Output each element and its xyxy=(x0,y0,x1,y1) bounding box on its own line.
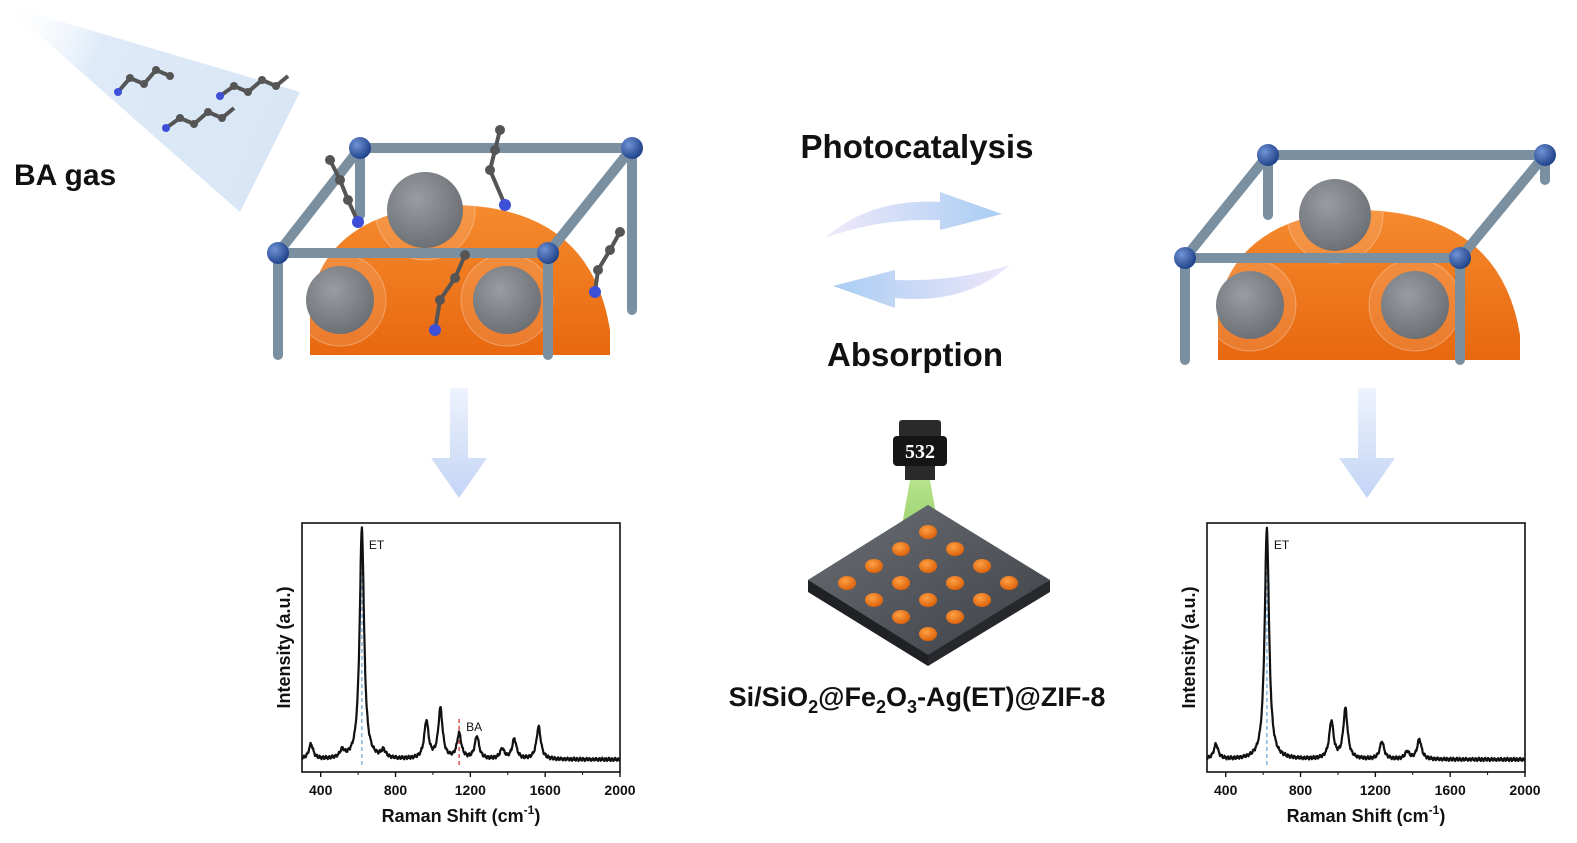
y-axis-title: Intensity (a.u.) xyxy=(1179,586,1199,708)
ba-gas-label: BA gas xyxy=(14,159,116,192)
x-tick-label-2: 1200 xyxy=(455,782,486,798)
chip-dot-3 xyxy=(838,576,856,590)
chip-dot-11 xyxy=(892,610,910,624)
x-tick-label-3: 1600 xyxy=(1435,782,1466,798)
left-node-2 xyxy=(621,137,643,159)
right-hemisphere xyxy=(1218,210,1520,360)
x-tick-label-1: 800 xyxy=(1289,782,1313,798)
right-node-3 xyxy=(1174,247,1196,269)
photocatalysis-arrow xyxy=(825,192,1002,238)
right-nanoparticle-1 xyxy=(1299,179,1371,251)
left-nanoparticle-2 xyxy=(306,266,374,334)
formula-part-3: 2 xyxy=(876,697,886,717)
right-node-4 xyxy=(1449,247,1471,269)
ba-molecule-3 xyxy=(162,106,236,132)
absorption-label: Absorption xyxy=(827,336,1003,373)
plot-frame xyxy=(301,522,621,773)
chip-dot-8 xyxy=(973,559,991,573)
x-tick-label-0: 400 xyxy=(1214,782,1238,798)
plot-frame xyxy=(1206,522,1526,773)
x-axis-title: Raman Shift (cm-1) xyxy=(1287,803,1446,826)
right-nanoparticle-2 xyxy=(1216,271,1284,339)
formula-part-2: @Fe xyxy=(818,682,876,712)
left-framework-bars xyxy=(273,143,637,360)
chip-dot-0 xyxy=(919,525,937,539)
left-node-4 xyxy=(537,242,559,264)
chip-dot-14 xyxy=(946,610,964,624)
sers-chip xyxy=(808,505,1050,666)
x-tick-label-2: 1200 xyxy=(1360,782,1391,798)
chip-dot-1 xyxy=(892,542,910,556)
x-tick-label-4: 2000 xyxy=(1509,782,1540,798)
adsorbed-ba-molecules xyxy=(328,129,622,331)
laser-head: 532 xyxy=(893,420,947,480)
x-tick-label-4: 2000 xyxy=(604,782,635,798)
right-zif-structure xyxy=(1174,144,1556,365)
left-node-1 xyxy=(349,137,371,159)
x-axis-title: Raman Shift (cm-1) xyxy=(382,803,541,826)
formula-part-1: 2 xyxy=(808,697,818,717)
gas-molecules xyxy=(114,66,290,132)
formula-part-0: Si/SiO xyxy=(729,682,809,712)
formula-part-4: O xyxy=(886,682,907,712)
chip-dot-12 xyxy=(1000,576,1018,590)
laser-wavelength-label: 532 xyxy=(905,441,935,463)
chip-dot-6 xyxy=(892,576,910,590)
y-axis-title: Intensity (a.u.) xyxy=(274,586,294,708)
annotation-label-ba: BA xyxy=(466,720,482,734)
chip-dot-5 xyxy=(919,559,937,573)
chip-dot-15 xyxy=(919,627,937,641)
spectrum-line xyxy=(301,526,621,763)
right-nanoparticle-3 xyxy=(1381,271,1449,339)
ba-molecule-2 xyxy=(216,74,290,100)
x-tick-label-3: 1600 xyxy=(530,782,561,798)
right-node-2 xyxy=(1534,144,1556,166)
chip-dot-2 xyxy=(865,559,883,573)
adsorbed-atoms xyxy=(325,125,625,336)
formula-part-6: -Ag(ET)@ZIF-8 xyxy=(917,682,1105,712)
left-down-arrow xyxy=(431,388,487,498)
left-node-3 xyxy=(267,242,289,264)
absorption-arrow xyxy=(833,265,1010,308)
formula-part-5: 3 xyxy=(907,697,917,717)
spectrum-line xyxy=(1206,526,1526,763)
chip-dots xyxy=(838,525,1018,641)
right-node-1 xyxy=(1257,144,1279,166)
left-nanoparticle-1 xyxy=(387,172,463,248)
annotation-label-et: ET xyxy=(369,538,385,552)
right-down-arrow xyxy=(1339,388,1395,498)
right-framework-bars xyxy=(1180,150,1550,365)
chip-dot-7 xyxy=(865,593,883,607)
left-nanoparticle-3 xyxy=(473,266,541,334)
gas-beam xyxy=(5,5,300,212)
chip-dot-10 xyxy=(919,593,937,607)
chip-dot-4 xyxy=(946,542,964,556)
ba-molecule-1 xyxy=(114,66,174,96)
photocatalysis-label: Photocatalysis xyxy=(801,128,1034,165)
chip-dot-9 xyxy=(946,576,964,590)
annotation-label-et: ET xyxy=(1274,538,1290,552)
left-zif-structure xyxy=(267,125,643,360)
substrate-formula: Si/SiO2@Fe2O3-Ag(ET)@ZIF-8 xyxy=(729,682,1106,717)
x-tick-label-1: 800 xyxy=(384,782,408,798)
x-tick-label-0: 400 xyxy=(309,782,333,798)
chip-dot-13 xyxy=(973,593,991,607)
